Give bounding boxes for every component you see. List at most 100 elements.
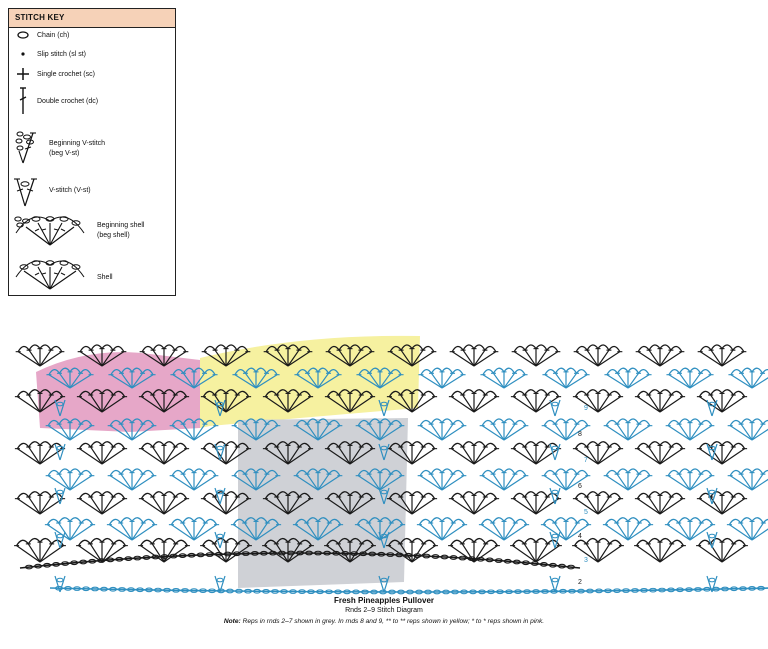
v-stitch-leg	[59, 399, 66, 417]
chain-arc	[80, 518, 94, 525]
chain-arc	[576, 419, 589, 427]
v-stitch-leg	[214, 399, 221, 417]
chain-arc	[113, 539, 126, 546]
double-crochet-stitch	[379, 473, 392, 491]
chain-arc	[287, 441, 300, 448]
chain-arc	[430, 367, 443, 374]
chain-arc	[174, 492, 188, 499]
diagram-note-text: Reps in rnds 2–7 shown in grey. In rnds …	[240, 618, 545, 625]
double-crochet-stitch	[597, 545, 622, 563]
chain-arc	[543, 469, 556, 477]
v-stitch-leg	[59, 575, 66, 593]
double-crochet-stitch	[131, 372, 144, 389]
chain-arc	[69, 367, 82, 374]
chain-arc	[16, 390, 30, 397]
chain-arc	[608, 492, 622, 499]
double-crochet-stitch	[337, 543, 351, 563]
chain-stitch	[730, 586, 738, 592]
v-stitch-leg	[214, 487, 221, 505]
double-crochet-stitch	[648, 349, 661, 367]
chain-arc	[152, 389, 165, 396]
double-crochet-stitch	[193, 423, 206, 441]
double-crochet-stitch	[58, 473, 71, 491]
double-crochet-stitch	[109, 475, 133, 491]
chain-arc	[400, 441, 413, 448]
chain-arc	[574, 390, 588, 397]
diagram-note-prefix: Note:	[223, 618, 241, 625]
chain-arc	[638, 419, 651, 427]
double-crochet-stitch	[265, 448, 289, 465]
chain-arc	[399, 537, 413, 545]
double-crochet-stitch	[605, 425, 629, 441]
chain-stitch	[649, 587, 657, 593]
round-number-label: 3	[584, 557, 588, 564]
chain-stitch	[703, 586, 711, 592]
double-crochet-stitch	[338, 349, 351, 367]
double-crochet-stitch	[451, 448, 475, 465]
chain-arc	[193, 517, 206, 524]
chain-arc	[389, 368, 402, 376]
chain-arc	[547, 539, 560, 546]
chain-arc	[441, 418, 454, 425]
double-crochet-stitch	[616, 473, 629, 491]
double-crochet-stitch	[233, 475, 257, 491]
double-crochet-stitch	[265, 351, 289, 367]
chain-arc	[659, 389, 672, 396]
chain-stitch	[151, 554, 160, 560]
chain-arc	[740, 468, 753, 475]
double-crochet-stitch	[565, 522, 578, 541]
double-crochet-stitch	[543, 524, 567, 541]
double-crochet-stitch	[79, 498, 103, 515]
chain-arc	[481, 419, 494, 427]
chain-arc	[422, 492, 436, 499]
chain-stitch	[748, 586, 756, 591]
chain-arc	[585, 537, 599, 545]
chain-arc	[751, 517, 764, 524]
double-crochet-stitch	[554, 522, 567, 541]
chain-arc	[411, 389, 424, 396]
chain-stitch	[431, 554, 440, 559]
chain-stitch	[271, 589, 279, 594]
double-crochet-stitch	[317, 423, 330, 441]
chain-stitch	[305, 550, 313, 556]
chain-stitch	[43, 562, 52, 568]
double-crochet-stitch	[544, 374, 567, 389]
chain-arc	[182, 468, 195, 475]
double-crochet-stitch	[101, 448, 125, 465]
chain-stitch	[115, 556, 124, 562]
chain-arc	[265, 368, 278, 376]
chain-arc	[671, 539, 684, 546]
double-crochet-stitch	[721, 543, 735, 563]
double-crochet-stitch	[462, 496, 475, 515]
chain-arc	[78, 442, 92, 449]
chain-arc	[266, 469, 279, 477]
chain-arc	[255, 367, 268, 374]
double-crochet-stitch	[400, 349, 413, 367]
chain-arc	[514, 469, 527, 477]
double-crochet-stitch	[535, 446, 548, 465]
chain-arc	[338, 389, 351, 396]
chain-arc	[419, 469, 432, 477]
chain-arc	[388, 442, 402, 449]
chain-arc	[16, 492, 30, 499]
chain-arc	[287, 344, 300, 351]
v-stitch-leg	[383, 443, 390, 461]
double-crochet-stitch	[203, 351, 227, 367]
double-crochet-stitch	[379, 423, 392, 441]
double-crochet-stitch	[287, 394, 300, 413]
stitch-layer	[14, 344, 768, 595]
double-crochet-stitch	[659, 351, 683, 367]
chain-stitch	[61, 561, 70, 566]
chain-arc	[120, 418, 133, 425]
chain-arc	[287, 537, 301, 545]
chain-arc	[451, 368, 464, 376]
double-crochet-stitch	[317, 473, 330, 491]
v-stitch-leg	[706, 487, 713, 505]
double-crochet-stitch	[503, 475, 527, 491]
double-crochet-stitch	[233, 425, 257, 441]
double-crochet-stitch	[90, 394, 103, 413]
double-crochet-stitch	[317, 475, 341, 491]
double-crochet-stitch	[47, 475, 71, 491]
chain-arc	[306, 517, 319, 524]
chain-arc	[400, 389, 413, 396]
